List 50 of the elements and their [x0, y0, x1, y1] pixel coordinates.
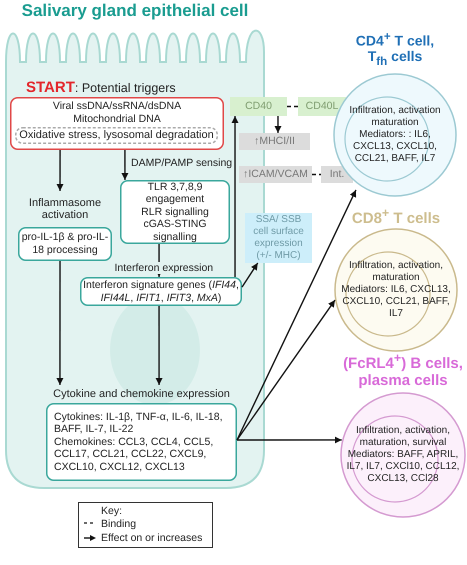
arrow — [237, 436, 342, 444]
info-box — [245, 213, 312, 263]
node-text: Mediators: IL6, CXCL13, CXCL10, CCL21, BAFF, IL7 — [340, 284, 452, 320]
arrow — [56, 261, 64, 385]
dashed-line — [287, 106, 298, 108]
node-text: Oxidative stress, lysosomal degradation — [19, 128, 214, 142]
arrow — [236, 190, 357, 440]
process-box — [120, 180, 230, 244]
node-text: Chemokines: CCL3, CCL4, CCL5, CCL17, CCL21, CCL22, CXCL9, CXCL10, CXCL12, CXCL13 — [54, 436, 214, 474]
legend-title: Key: — [101, 505, 122, 517]
node-title: CD8$^{+}$ T cells — [352, 206, 440, 226]
node-title: (FcRL4$^{+}$) B cells, plasma cells — [342, 351, 464, 389]
arrow — [241, 262, 258, 288]
arrow — [121, 150, 128, 180]
node-title: Salivary gland epithelial cell — [22, 1, 248, 21]
arrow — [56, 150, 64, 191]
arrow — [236, 300, 336, 440]
node-text: Int. — [330, 168, 344, 181]
arrow — [156, 306, 163, 385]
node-text: Infiltration, activation maturation — [348, 105, 442, 129]
label-tag — [239, 166, 312, 183]
label-tag — [239, 133, 310, 150]
node-text: Infiltration, activation, maturation — [348, 260, 444, 284]
edge-label: Interferon expression — [112, 262, 216, 274]
node-text: Mediators: : IL6, CXCL13, CXCL10, CCL21, BAFF, IL7 — [352, 129, 438, 165]
dashed-line — [312, 174, 321, 176]
arrow — [232, 116, 239, 277]
node-text: Cytokines: IL-1β, TNF-α, IL-6, IL-18, BAFF, IL-7, IL-22 — [54, 410, 224, 436]
node-text: Infiltration, activation, maturation, survival — [355, 425, 451, 449]
node-title: Cytokine and chemokine expression — [53, 388, 230, 400]
node-text: ↑ICAM/VCAM — [243, 168, 308, 181]
legend-text: Effect on or increases — [101, 532, 202, 544]
arrow — [274, 116, 282, 133]
node-text: Mediators: BAFF, APRIL, IL7, IL7, CXCl10, CCL12, CXCL13, CCl28 — [346, 449, 460, 485]
node-text: ↑MHCI/II — [254, 135, 295, 148]
node-text: TLR 3,7,8,9 engagement RLR signalling cGAS-STING signalling — [140, 180, 210, 244]
edge-label: DAMP/PAMP sensing — [129, 157, 234, 169]
node-title: CD4$^{+}$ T cell, T$_{fh}$ cells — [354, 30, 436, 68]
node-text: pro-IL-1β & pro-IL-18 processing — [21, 231, 109, 257]
node-title: Inflammasome activation — [28, 197, 102, 221]
label-tag — [298, 97, 346, 116]
dashed-box — [15, 127, 218, 144]
label-tag — [230, 97, 287, 116]
node-text: Interferon signature genes (IFI44, IFI44L, IFIT1, IFIT3, MxA) — [83, 278, 239, 304]
node-text: Viral ssDNA/ssRNA/dsDNA Mitochondrial DNA — [52, 100, 182, 126]
node-text: SSA/ SSB cell surface expression (+/- MHC) — [252, 214, 305, 262]
node-title: START: Potential triggers — [26, 78, 176, 96]
node-text: CD40L — [306, 100, 338, 113]
node-text: CD40 — [245, 100, 272, 113]
legend-text: Binding — [101, 518, 136, 530]
